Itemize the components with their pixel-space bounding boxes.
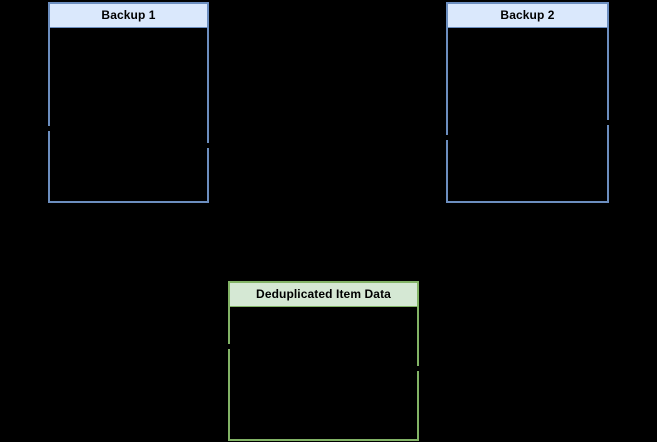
- node-backup-1[interactable]: Backup 1: [48, 2, 209, 203]
- node-backup-2-title: Backup 2: [448, 4, 607, 28]
- node-backup-2-port-left[interactable]: [446, 135, 448, 140]
- node-backup-1-port-right[interactable]: [207, 143, 209, 148]
- node-deduplicated-item-data-body: [230, 307, 417, 439]
- node-backup-2-body: [448, 28, 607, 201]
- node-backup-1-port-left[interactable]: [48, 126, 50, 131]
- node-backup-2[interactable]: Backup 2: [446, 2, 609, 203]
- node-deduplicated-item-data[interactable]: Deduplicated Item Data: [228, 281, 419, 441]
- node-backup-2-port-right[interactable]: [607, 120, 609, 125]
- node-backup-1-title: Backup 1: [50, 4, 207, 28]
- node-backup-1-body: [50, 28, 207, 201]
- node-deduplicated-item-data-port-right[interactable]: [417, 366, 419, 371]
- node-deduplicated-item-data-port-left[interactable]: [228, 344, 230, 349]
- node-deduplicated-item-data-title: Deduplicated Item Data: [230, 283, 417, 307]
